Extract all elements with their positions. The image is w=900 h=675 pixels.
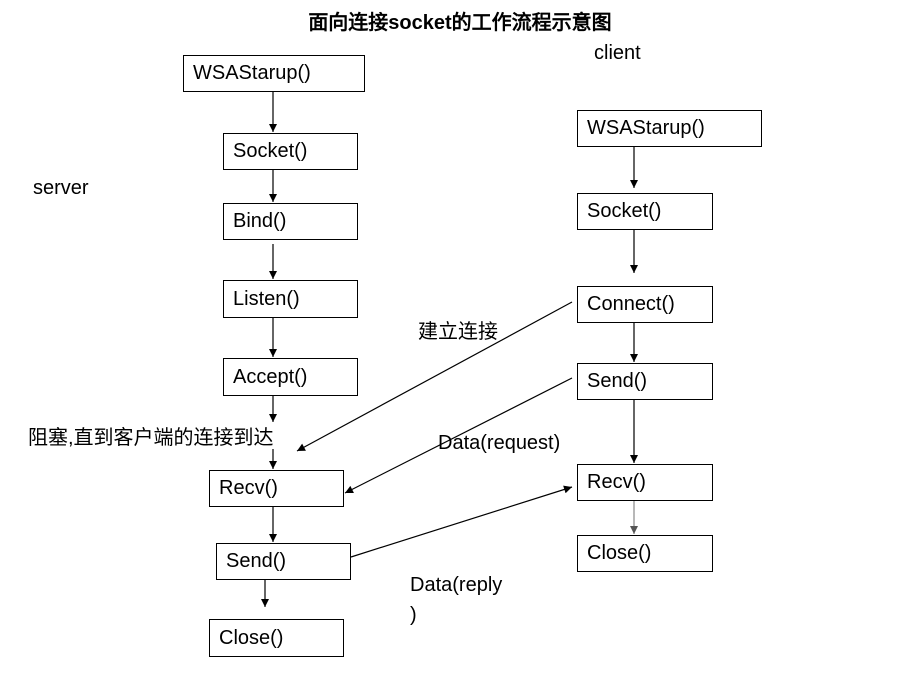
server-recv-box: Recv() [209,470,344,507]
block-label: 阻塞,直到客户端的连接到达 [28,427,274,449]
server-close-box: Close() [209,619,344,657]
server-accept-box: Accept() [223,358,358,396]
server-listen-box: Listen() [223,280,358,318]
server-bind-box: Bind() [223,203,358,240]
client-socket-box: Socket() [577,193,713,230]
client-recv-box: Recv() [577,464,713,501]
client-connect-box: Connect() [577,286,713,323]
server-wsastartup-box: WSAStarup() [183,55,365,92]
server-socket-box: Socket() [223,133,358,170]
client-send-box: Send() [577,363,713,400]
request-label: Data(request) [438,432,561,454]
reply-label-line2: ) [410,604,417,626]
client-label: client [594,42,641,64]
server-label: server [33,177,89,199]
connect-label: 建立连接 [418,321,498,343]
arrow-server-send-to-client-recv [350,485,573,558]
client-close-box: Close() [577,535,713,572]
reply-label-line1: Data(reply [410,574,503,596]
diagram-title: 面向连接socket的工作流程示意图 [308,12,612,34]
server-send-box: Send() [216,543,351,580]
client-wsastartup-box: WSAStarup() [577,110,762,147]
